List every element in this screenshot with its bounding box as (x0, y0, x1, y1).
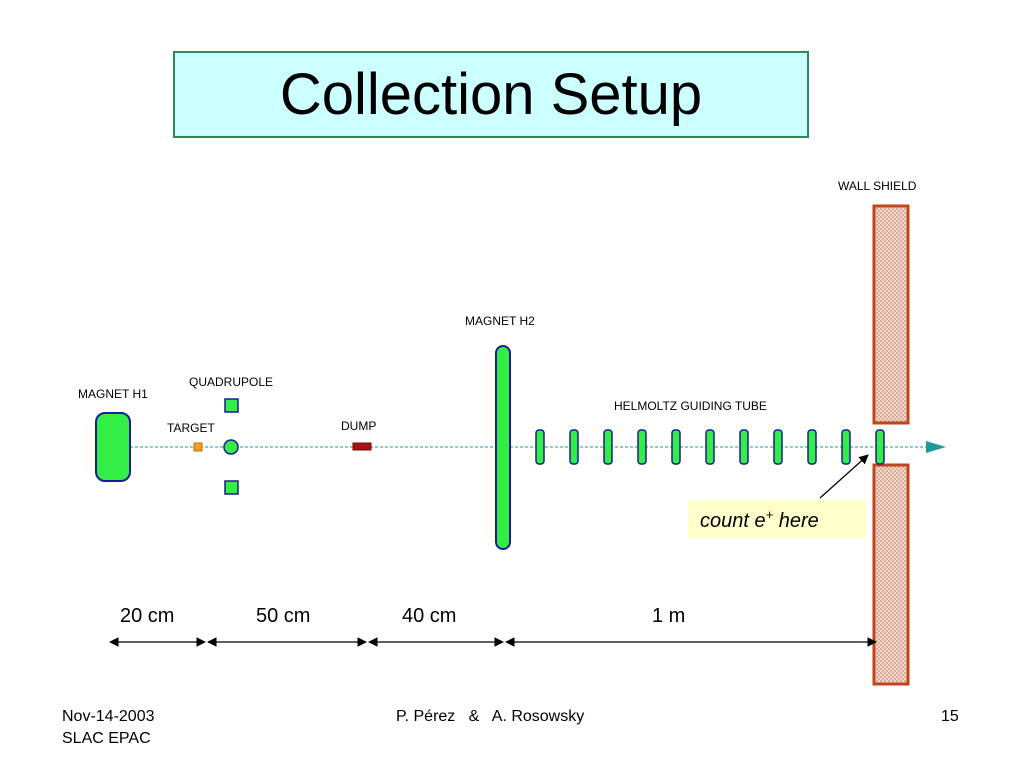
count-note-box (688, 500, 866, 538)
helmoltz-coils (535, 429, 885, 465)
beam-arrowhead (926, 441, 946, 453)
magnet-h2-label: MAGNET H2 (465, 314, 535, 328)
helmoltz-coil (705, 429, 715, 465)
helmoltz-coil (569, 429, 579, 465)
distance-label-1m: 1 m (652, 605, 685, 627)
distance-label-20cm: 20 cm (120, 605, 174, 627)
wall-shield-label: WALL SHIELD (838, 179, 917, 193)
title-box: Collection Setup (173, 51, 809, 138)
helmoltz-coil (739, 429, 749, 465)
page-title: Collection Setup (279, 62, 703, 127)
footer-authors: P. Pérez & A. Rosowsky (396, 708, 585, 725)
helmoltz-coil (773, 429, 783, 465)
count-pointer-line (819, 454, 869, 499)
dump-label: DUMP (341, 419, 376, 433)
quadrupole-bottom (224, 480, 239, 495)
dump (352, 442, 372, 451)
footer-left: Nov-14-2003 SLAC EPAC (62, 706, 155, 750)
wall-shield-lower (872, 463, 910, 686)
distance-label-50cm: 50 cm (256, 605, 310, 627)
wall-shield-upper (872, 204, 910, 425)
helmoltz-coil (875, 429, 885, 465)
footer-date: Nov-14-2003 (62, 708, 155, 725)
helmoltz-coil (637, 429, 647, 465)
helmoltz-label: HELMOLTZ GUIDING TUBE (614, 399, 767, 413)
magnet-h1 (95, 412, 131, 482)
quadrupole-label: QUADRUPOLE (189, 375, 273, 389)
helmoltz-coil (841, 429, 851, 465)
quadrupole-top (224, 398, 239, 413)
magnet-h1-label: MAGNET H1 (78, 387, 148, 401)
distance-scale: 20 cm 50 cm 40 cm 1 m (109, 605, 877, 647)
page-number: 15 (941, 708, 959, 725)
helmoltz-coil (807, 429, 817, 465)
magnet-h2 (495, 345, 511, 550)
helmoltz-coil (535, 429, 545, 465)
helmoltz-coil (603, 429, 613, 465)
target (193, 442, 203, 452)
target-label: TARGET (167, 421, 215, 435)
quadrupole-center (223, 439, 239, 455)
distance-label-40cm: 40 cm (402, 605, 456, 627)
footer-org: SLAC EPAC (62, 730, 151, 747)
helmoltz-coil (671, 429, 681, 465)
count-note: count e+ here (700, 507, 819, 532)
